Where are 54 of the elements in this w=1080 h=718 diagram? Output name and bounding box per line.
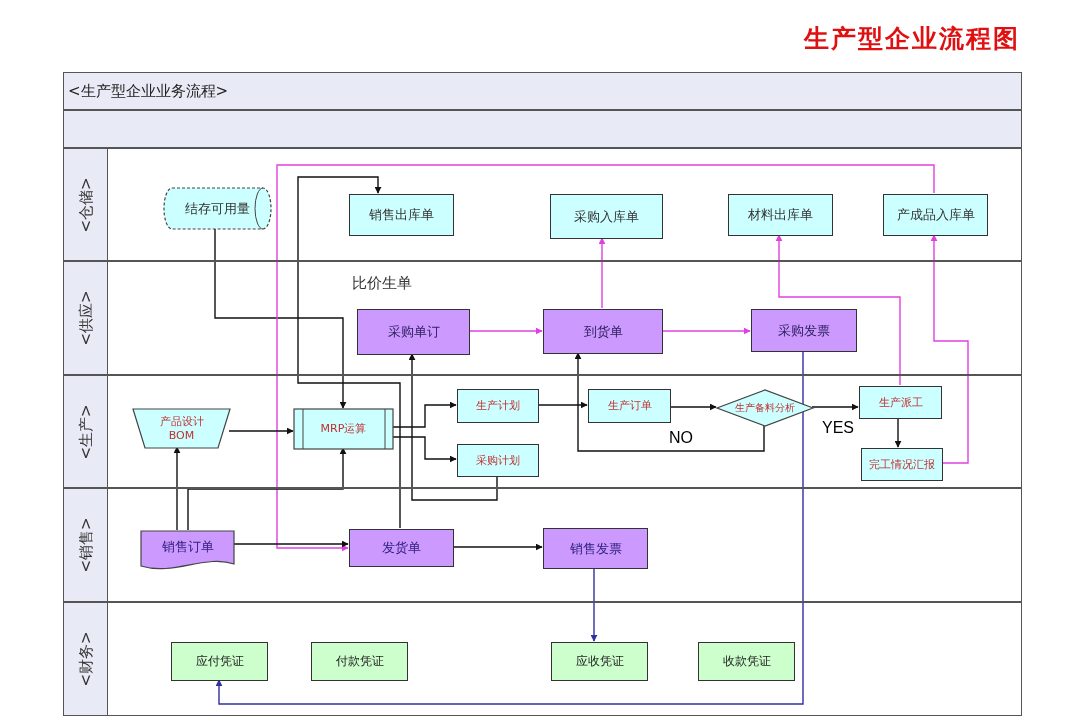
- arrow: [452, 543, 543, 551]
- swimlane: [63, 488, 1022, 602]
- lane-label: <供应>: [76, 290, 96, 346]
- lane-label: <仓储>: [76, 176, 96, 233]
- process-box: 生产派工: [859, 386, 942, 419]
- swimlane: [63, 602, 1022, 716]
- process-box: 到货单: [543, 309, 663, 354]
- arrow: [468, 327, 543, 335]
- process-box: 完工情况汇报: [861, 448, 943, 481]
- arrow: [215, 350, 804, 705]
- arrow: [661, 327, 751, 335]
- arrow: [669, 403, 717, 411]
- page-title: 生产型企业流程图: [804, 23, 1020, 55]
- arrow: [930, 234, 969, 464]
- note-text: 比价生单: [352, 273, 412, 293]
- arrow: [276, 164, 935, 552]
- lane-label: <生产>: [76, 403, 96, 460]
- process-box: 采购计划: [457, 444, 539, 477]
- lane-label: <财务>: [76, 631, 96, 687]
- arrow: [537, 401, 588, 409]
- process-box: 销售发票: [543, 528, 648, 569]
- arrow: [228, 427, 294, 435]
- storage-cylinder: 结存可用量: [164, 188, 271, 229]
- header-band: <生产型企业业务流程>: [63, 72, 1022, 110]
- process-box: MRP运算: [294, 409, 393, 449]
- process-box: 应收凭证: [551, 642, 648, 681]
- process-box: 付款凭证: [311, 642, 408, 681]
- process-box: 收款凭证: [698, 642, 795, 681]
- swimlane: [63, 375, 1022, 488]
- arrow: [408, 353, 498, 501]
- arrow: [297, 176, 401, 529]
- process-box: 采购入库单: [550, 194, 663, 239]
- process-box: 材料出库单: [728, 194, 833, 236]
- swimlane: [63, 261, 1022, 375]
- arrow: [775, 234, 901, 386]
- process-box: 生产计划: [457, 389, 539, 423]
- trapezoid-box: 产品设计 BOM: [133, 409, 230, 448]
- arrow: [811, 403, 859, 411]
- swimlane: [63, 148, 1022, 261]
- arrow: [574, 352, 765, 452]
- process-box: 采购单订: [357, 309, 470, 355]
- arrow: [590, 567, 598, 642]
- process-box: 生产订单: [588, 389, 671, 423]
- process-box: 销售出库单: [349, 194, 454, 236]
- process-box: 采购发票: [751, 309, 857, 352]
- process-box: 产成品入库单: [883, 194, 988, 236]
- process-box: 应付凭证: [171, 642, 268, 681]
- decision-diamond: 生产备料分析: [717, 390, 813, 426]
- arrow: [894, 417, 902, 448]
- blank-band: [63, 110, 1022, 148]
- lane-label: <销售>: [76, 517, 96, 573]
- arrow: [598, 237, 606, 309]
- process-box: 发货单: [349, 529, 454, 567]
- document-shape: 销售订单: [141, 531, 234, 568]
